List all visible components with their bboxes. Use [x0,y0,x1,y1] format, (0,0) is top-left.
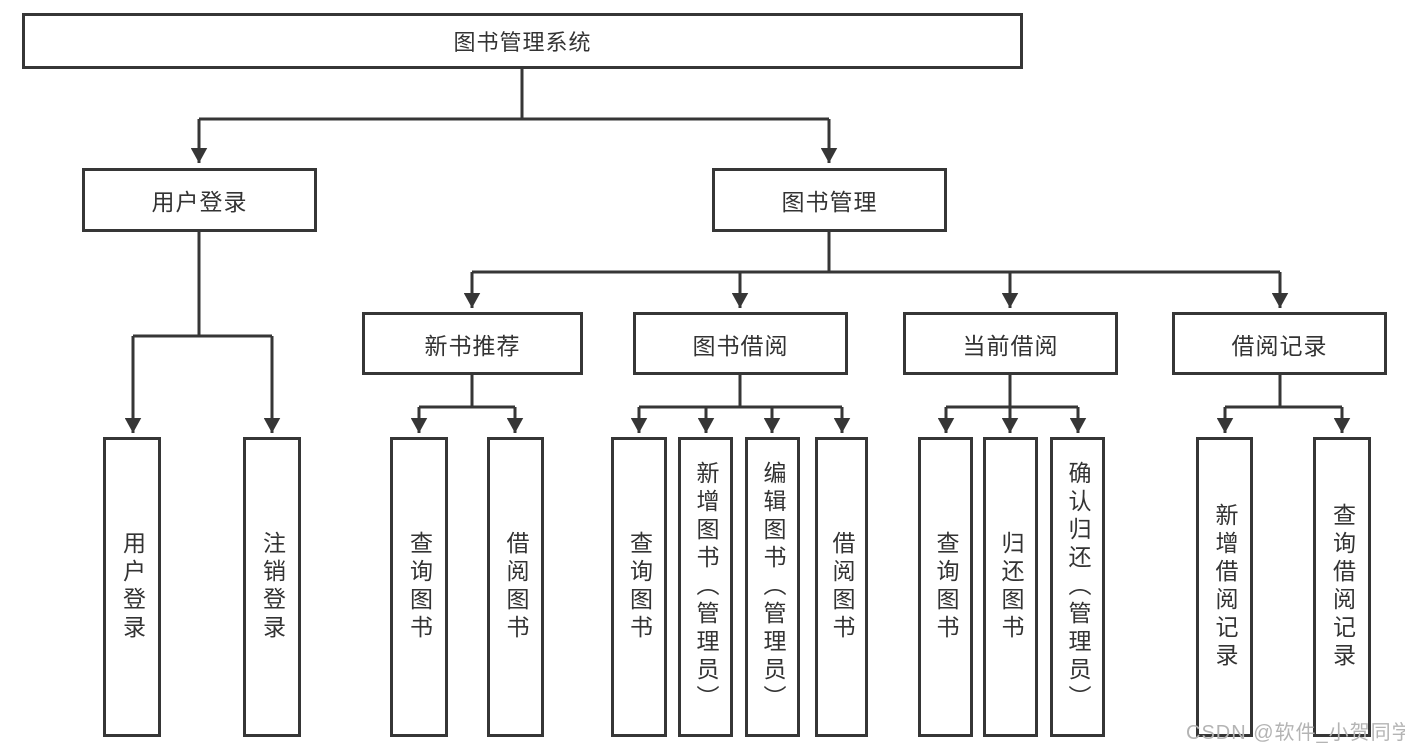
leaf-logout-label: 注销登录 [259,531,286,643]
leaf-logout: 注销登录 [243,437,301,737]
leaf-add-borrow-record-label: 新增借阅记录 [1212,503,1238,671]
leaf-add-book-admin-label: 新增图书（管理员） [693,461,719,713]
leaf-borrow-books-borrowing-label: 借阅图书 [829,531,855,643]
node-book-borrow-label: 图书借阅 [692,332,789,359]
node-current-borrow: 当前借阅 [903,312,1118,375]
node-user-login-label: 用户登录 [151,189,248,215]
leaf-query-books-current: 查询图书 [918,437,973,737]
node-book-management-label: 图书管理 [781,189,878,215]
leaf-edit-book-admin-label: 编辑图书（管理员） [760,461,786,713]
leaf-add-book-admin: 新增图书（管理员） [678,437,733,737]
leaf-return-books-label: 归还图书 [998,531,1024,643]
leaf-borrow-books-recommend: 借阅图书 [487,437,544,737]
leaf-edit-book-admin: 编辑图书（管理员） [745,437,800,737]
leaf-add-borrow-record: 新增借阅记录 [1196,437,1253,737]
node-book-management: 图书管理 [712,168,947,232]
node-user-login: 用户登录 [82,168,317,232]
watermark: CSDN @软件_小贺同学 [1186,722,1405,744]
leaf-user-login-label: 用户登录 [119,531,146,643]
leaf-query-books-recommend: 查询图书 [390,437,448,737]
node-root-label: 图书管理系统 [453,30,592,55]
node-root: 图书管理系统 [22,13,1023,69]
leaf-borrow-books-recommend-label: 借阅图书 [503,531,529,643]
node-new-book-recommend-label: 新书推荐 [424,332,521,359]
node-borrow-records-label: 借阅记录 [1231,332,1328,359]
node-new-book-recommend: 新书推荐 [362,312,583,375]
leaf-user-login: 用户登录 [103,437,161,737]
leaf-confirm-return-admin-label: 确认归还（管理员） [1065,461,1091,713]
node-book-borrow: 图书借阅 [633,312,848,375]
leaf-borrow-books-borrowing: 借阅图书 [815,437,868,737]
node-current-borrow-label: 当前借阅 [962,332,1059,359]
leaf-query-books-borrowing-label: 查询图书 [626,531,653,643]
leaf-query-books-borrowing: 查询图书 [611,437,667,737]
node-borrow-records: 借阅记录 [1172,312,1387,375]
leaf-query-books-current-label: 查询图书 [933,531,959,643]
leaf-query-books-recommend-label: 查询图书 [406,531,433,643]
leaf-query-borrow-record-label: 查询借阅记录 [1329,503,1356,671]
leaf-query-borrow-record: 查询借阅记录 [1313,437,1371,737]
leaf-return-books: 归还图书 [983,437,1038,737]
leaf-confirm-return-admin: 确认归还（管理员） [1050,437,1105,737]
